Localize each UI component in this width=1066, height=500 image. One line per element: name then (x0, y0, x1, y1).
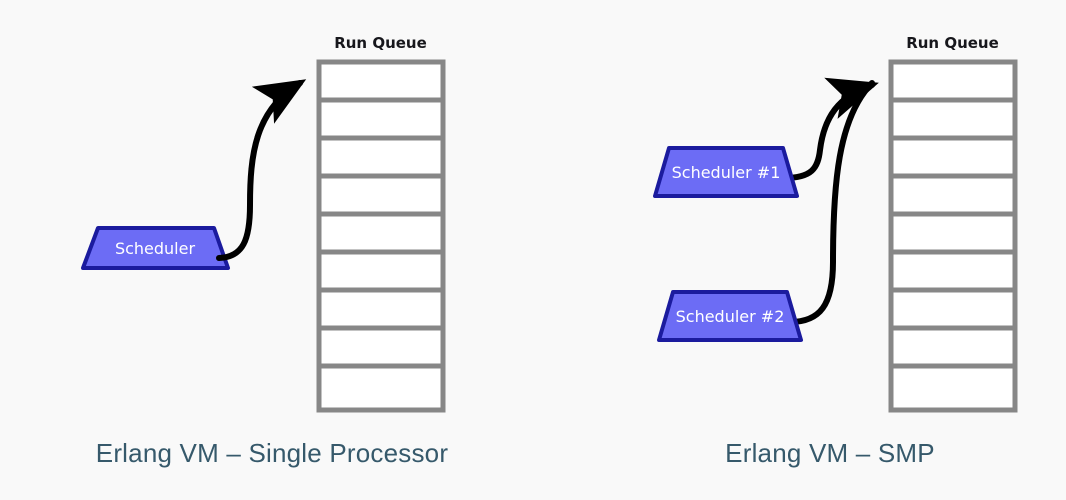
panel-single-processor: Run Queue Scheduler Erlang VM (81, 34, 449, 468)
scheduler-1-node[interactable]: Scheduler #1 (653, 146, 799, 198)
scheduler-2-node[interactable]: Scheduler #2 (657, 290, 803, 342)
scheduler-1-label: Scheduler #1 (672, 163, 781, 182)
right-panel-caption: Erlang VM – SMP (725, 438, 935, 468)
left-queue-cell-1 (316, 59, 446, 103)
left-queue-title: Run Queue (334, 34, 427, 52)
left-queue-cell-8 (316, 325, 446, 369)
left-scheduler-label: Scheduler (115, 239, 196, 258)
left-run-queue (316, 59, 446, 413)
right-run-queue (888, 59, 1018, 413)
scheduler-2-trapezoid[interactable] (657, 290, 803, 342)
scheduler-2-label: Scheduler #2 (676, 307, 785, 326)
left-queue-cell-5 (316, 211, 446, 255)
right-queue-cell-1 (888, 59, 1018, 103)
panel-smp: Run Queue Scheduler #1 (653, 34, 1018, 468)
right-queue-cell-6 (888, 249, 1018, 293)
right-queue-cell-7 (888, 287, 1018, 331)
right-queue-title: Run Queue (906, 34, 999, 52)
right-queue-cell-5 (888, 211, 1018, 255)
left-scheduler-to-queue-arrow (216, 79, 307, 261)
left-queue-cell-4 (316, 173, 446, 217)
left-queue-cell-9 (316, 363, 446, 413)
scheduler-trapezoid[interactable] (81, 226, 230, 270)
right-queue-cell-3 (888, 135, 1018, 179)
left-panel-caption: Erlang VM – Single Processor (96, 438, 449, 468)
right-queue-cell-8 (888, 325, 1018, 369)
right-queue-cell-2 (888, 97, 1018, 141)
left-queue-cell-6 (316, 249, 446, 293)
right-queue-cell-9 (888, 363, 1018, 413)
left-queue-cell-2 (316, 97, 446, 141)
scheduler1-to-queue-arrow (781, 77, 879, 181)
scheduler-1-trapezoid[interactable] (653, 146, 799, 198)
left-scheduler-node[interactable]: Scheduler (81, 226, 230, 270)
left-queue-cell-7 (316, 287, 446, 331)
right-queue-cell-4 (888, 173, 1018, 217)
left-queue-cell-3 (316, 135, 446, 179)
